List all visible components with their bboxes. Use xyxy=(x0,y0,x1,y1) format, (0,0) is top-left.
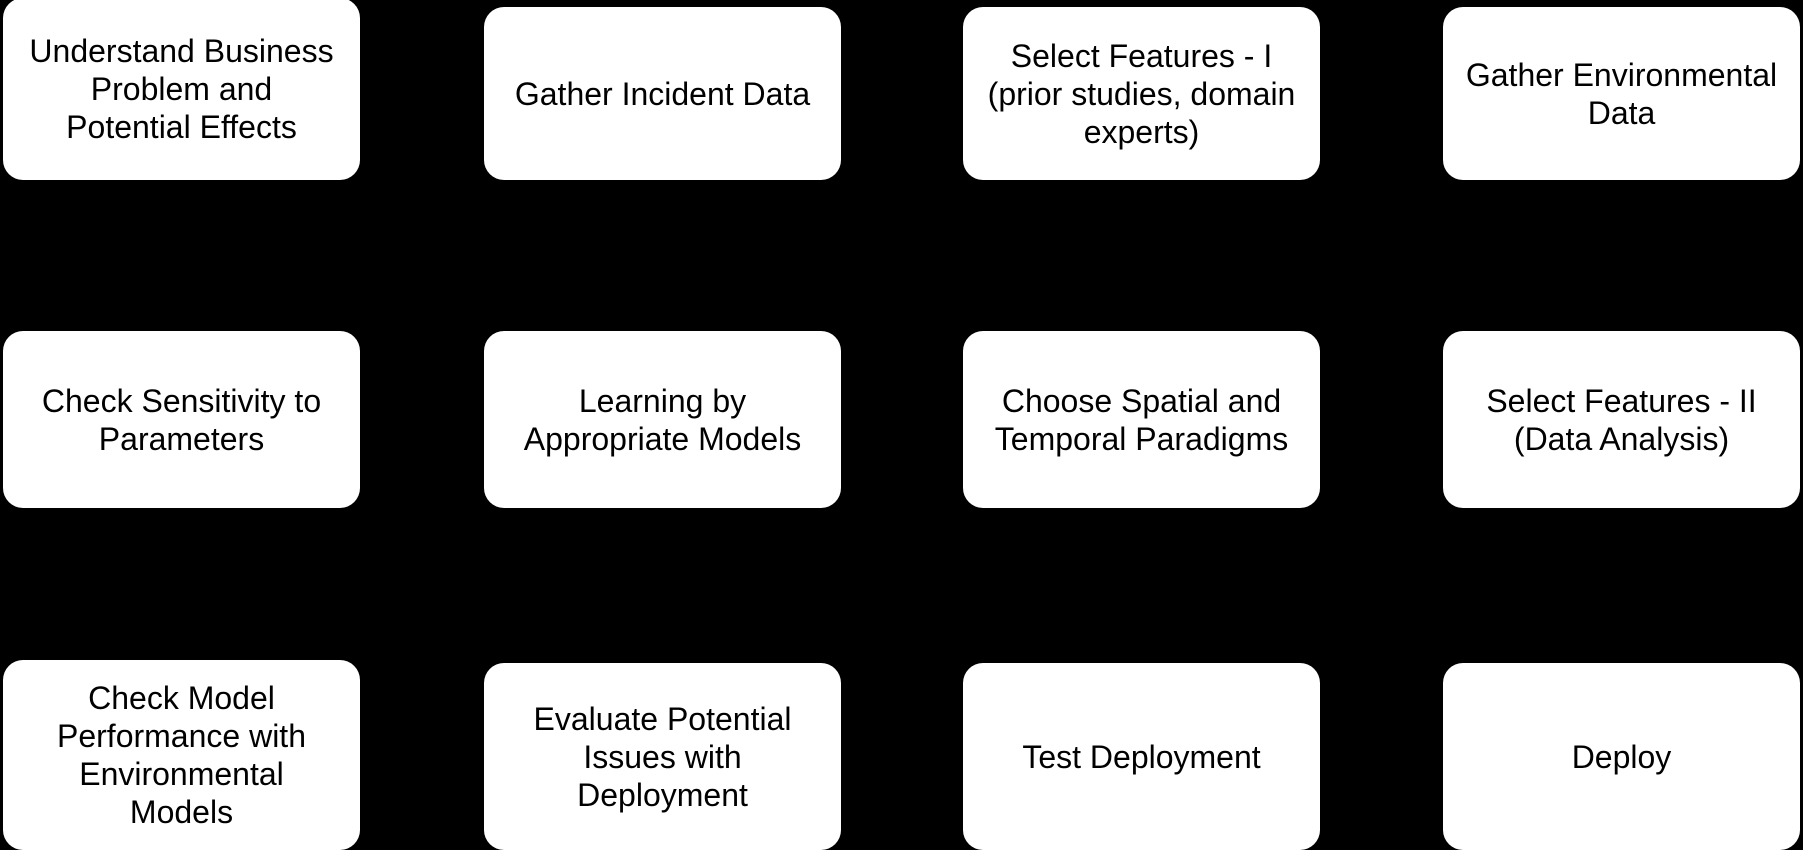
node-select-features-2[interactable]: Select Features - II (Data Analysis) xyxy=(1443,331,1800,508)
node-check-model-performance[interactable]: Check Model Performance with Environment… xyxy=(3,660,360,850)
node-label: Gather Environmental Data xyxy=(1465,56,1778,131)
node-label: Choose Spatial and Temporal Paradigms xyxy=(994,382,1289,457)
node-label: Select Features - I (prior studies, doma… xyxy=(987,37,1296,150)
node-gather-environmental-data[interactable]: Gather Environmental Data xyxy=(1443,7,1800,180)
node-label: Test Deployment xyxy=(1022,738,1261,775)
node-deploy[interactable]: Deploy xyxy=(1443,663,1800,850)
node-label: Check Model Performance with Environment… xyxy=(57,680,306,830)
node-understand-business-problem[interactable]: Understand Business Problem and Potentia… xyxy=(3,0,360,180)
node-label: Deploy xyxy=(1571,738,1672,775)
node-choose-spatial-temporal-paradigms[interactable]: Choose Spatial and Temporal Paradigms xyxy=(963,331,1320,508)
node-select-features-1[interactable]: Select Features - I (prior studies, doma… xyxy=(963,7,1320,180)
node-label: Evaluate Potential Issues with Deploymen… xyxy=(533,700,792,813)
node-check-sensitivity-parameters[interactable]: Check Sensitivity to Parameters xyxy=(3,331,360,508)
node-label: Check Sensitivity to Parameters xyxy=(41,382,322,457)
node-label: Gather Incident Data xyxy=(514,75,811,112)
node-label: Select Features - II (Data Analysis) xyxy=(1486,382,1757,457)
node-evaluate-deployment-issues[interactable]: Evaluate Potential Issues with Deploymen… xyxy=(484,663,841,850)
node-gather-incident-data[interactable]: Gather Incident Data xyxy=(484,7,841,180)
node-label: Learning by Appropriate Models xyxy=(523,382,802,457)
node-label: Understand Business Problem and Potentia… xyxy=(29,33,334,145)
node-test-deployment[interactable]: Test Deployment xyxy=(963,663,1320,850)
node-learning-appropriate-models[interactable]: Learning by Appropriate Models xyxy=(484,331,841,508)
